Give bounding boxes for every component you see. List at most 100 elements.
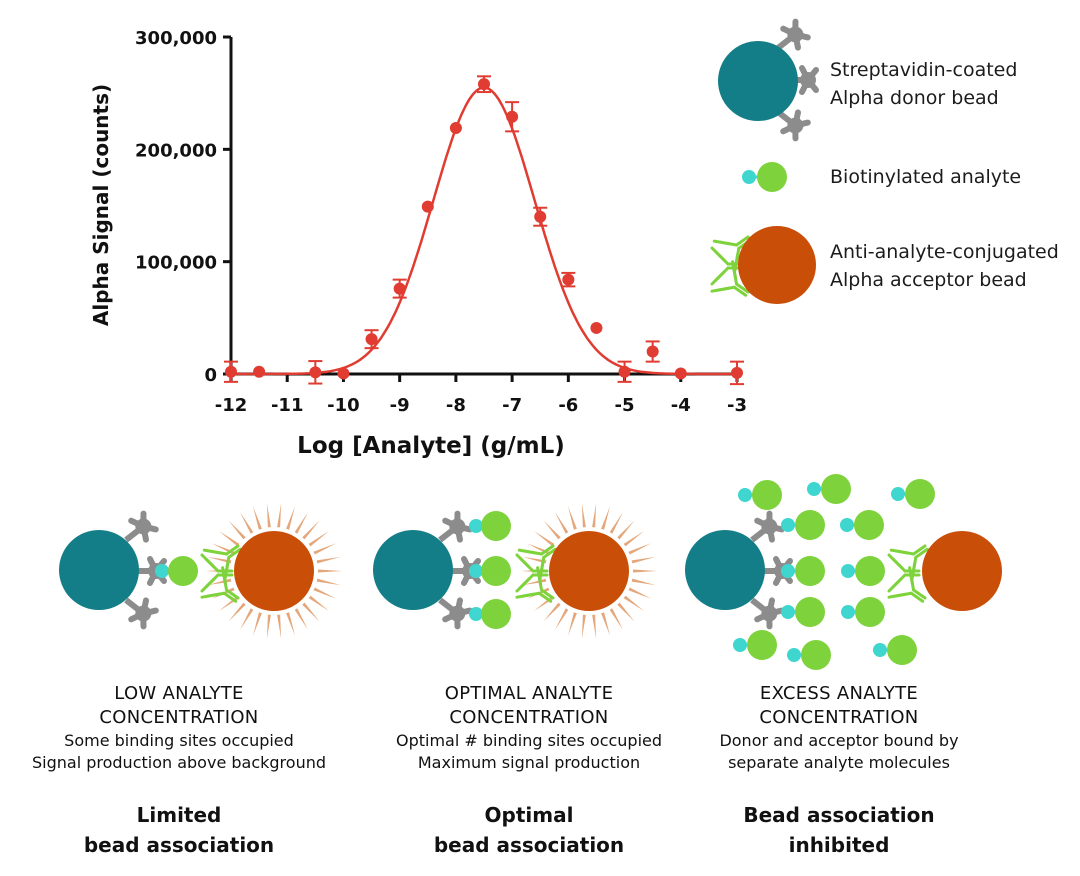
panel-title-line1: OPTIMAL ANALYTE — [444, 683, 614, 704]
biotin-icon — [840, 518, 854, 532]
panel-excess-illustration — [685, 474, 1002, 670]
data-marker — [365, 333, 378, 346]
data-point — [364, 329, 379, 350]
signal-ray — [207, 556, 232, 564]
panel-excess-caption: EXCESS ANALYTE CONCENTRATION Donor and a… — [684, 682, 994, 860]
free-analyte — [841, 556, 885, 586]
panel-title-line2: CONCENTRATION — [449, 707, 609, 728]
signal-ray — [266, 503, 271, 528]
data-marker — [225, 365, 237, 378]
signal-ray — [240, 512, 254, 534]
data-marker — [618, 365, 631, 378]
data-marker — [534, 210, 547, 223]
biotin-icon — [738, 488, 752, 502]
panel-title-line1: LOW ANALYTE — [114, 683, 244, 704]
legend-acceptor-line2: Alpha acceptor bead — [830, 269, 1027, 291]
x-tick-label: -9 — [390, 395, 410, 416]
legend-analyte — [742, 162, 787, 192]
panel-desc-line1: Optimal # binding sites occupied — [395, 731, 663, 750]
x-tick-label: -7 — [502, 395, 522, 416]
dose-response-chart: -12-11-10-9-8-7-6-5-4-30100,000200,00030… — [89, 28, 747, 459]
biotin-icon — [873, 643, 887, 657]
legend-acceptor-label: Anti-analyte-conjugated Alpha acceptor b… — [830, 238, 1059, 294]
signal-ray — [628, 543, 652, 555]
chart-points — [224, 75, 744, 386]
legend-acceptor-line1: Anti-analyte-conjugated — [830, 241, 1059, 263]
signal-ray — [568, 612, 577, 636]
signal-ray — [522, 556, 547, 564]
legend-donor-line2: Alpha donor bead — [830, 87, 999, 109]
biotin-icon — [891, 487, 905, 501]
biotin-icon — [841, 564, 855, 578]
signal-ray — [623, 595, 644, 611]
panel-optimal-illustration — [373, 503, 657, 639]
biotin-icon — [469, 607, 483, 621]
fit-curve — [231, 86, 737, 376]
biotin-icon — [469, 519, 483, 533]
signal-ray — [623, 531, 644, 547]
data-marker — [506, 110, 519, 123]
data-point — [224, 360, 238, 383]
x-tick-label: -8 — [446, 395, 466, 416]
signal-ray — [318, 569, 342, 573]
free-analyte — [781, 597, 825, 627]
signal-ray — [313, 587, 337, 599]
analyte-icon — [855, 597, 885, 627]
signal-ray — [617, 602, 635, 622]
signal-ray — [555, 512, 569, 534]
biotin-icon — [733, 638, 747, 652]
panel-optimal-caption: OPTIMAL ANALYTE CONCENTRATION Optimal # … — [374, 682, 684, 860]
panel-title-line2: CONCENTRATION — [759, 707, 919, 728]
panel-desc-line2: Maximum signal production — [417, 753, 641, 772]
data-marker — [674, 367, 687, 380]
free-analyte — [840, 510, 884, 540]
x-tick-label: -6 — [558, 395, 578, 416]
data-point — [730, 360, 744, 386]
acceptor-bead-icon — [738, 226, 816, 304]
panel-outcome: Optimal bead association — [374, 800, 684, 860]
panel-title-line1: EXCESS ANALYTE — [759, 683, 919, 704]
data-point — [590, 321, 603, 334]
analyte-icon — [795, 556, 825, 586]
free-analyte — [781, 556, 825, 586]
biotin-icon — [781, 605, 795, 619]
x-tick-label: -3 — [727, 395, 747, 416]
analyte-icon — [887, 635, 917, 665]
signal-ray — [313, 543, 337, 555]
biotin-icon — [841, 605, 855, 619]
y-tick-label: 0 — [204, 365, 217, 386]
data-point — [645, 340, 660, 363]
panel-low-caption: LOW ANALYTE CONCENTRATION Some binding s… — [24, 682, 334, 860]
signal-ray — [253, 506, 262, 530]
signal-ray — [568, 506, 577, 530]
data-point — [674, 367, 687, 380]
data-marker — [309, 366, 322, 379]
free-analyte — [787, 640, 831, 670]
biotin-icon — [781, 518, 795, 532]
data-point — [392, 278, 407, 299]
panel-desc-line1: Some binding sites occupied — [64, 731, 294, 750]
data-marker — [253, 365, 266, 378]
data-marker — [731, 366, 743, 379]
signal-ray — [302, 520, 320, 540]
data-point — [533, 206, 548, 227]
data-marker — [449, 121, 462, 134]
x-tick-label: -10 — [327, 395, 360, 416]
chart-axes: -12-11-10-9-8-7-6-5-4-30100,000200,00030… — [135, 28, 747, 416]
free-analyte — [891, 479, 935, 509]
panel-outcome: Bead association inhibited — [684, 800, 994, 860]
analyte-icon — [795, 510, 825, 540]
analyte-icon — [481, 511, 511, 541]
analyte-icon — [905, 479, 935, 509]
signal-ray — [228, 520, 246, 540]
panel-outcome-line2: inhibited — [788, 833, 890, 857]
signal-ray — [316, 578, 341, 586]
signal-ray — [534, 531, 555, 547]
signal-ray — [628, 587, 652, 599]
signal-ray — [308, 595, 329, 611]
free-analytes — [733, 474, 935, 670]
signal-ray — [633, 569, 657, 573]
panel-desc-line1: Donor and acceptor bound by — [719, 731, 959, 750]
panel-outcome-line2: bead association — [433, 833, 625, 857]
